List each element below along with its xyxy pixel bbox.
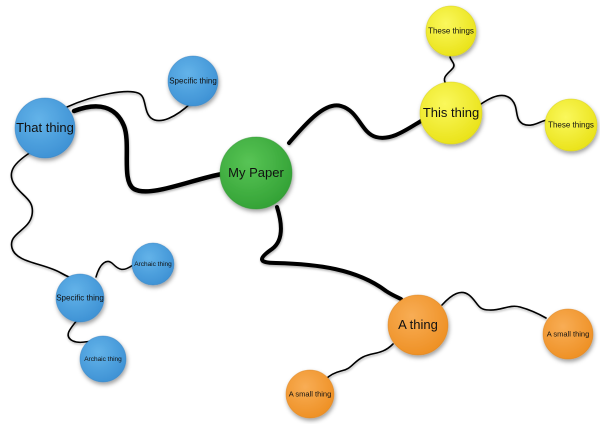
node-specific-thing-1[interactable]: Specific thing [167, 55, 219, 107]
node-circle-a-small-thing-2[interactable] [542, 308, 594, 360]
edge-specific-thing-2-to-archaic-thing-1 [95, 260, 134, 278]
node-circle-a-small-thing-1[interactable] [285, 369, 335, 419]
node-circle-archaic-thing-1[interactable] [131, 242, 175, 286]
node-circle-this-thing[interactable] [419, 81, 483, 145]
node-these-things-2[interactable]: These things [544, 98, 598, 152]
edge-this-thing-to-these-things-2 [480, 94, 548, 127]
node-archaic-thing-1[interactable]: Archaic thing [131, 242, 175, 286]
edge-my-paper-to-a-thing [260, 205, 403, 301]
node-this-thing[interactable]: This thing [419, 81, 483, 145]
node-archaic-thing-2[interactable]: Archaic thing [79, 335, 127, 383]
edge-specific-thing-2-to-archaic-thing-2 [67, 318, 96, 344]
node-circle-specific-thing-1[interactable] [167, 55, 219, 107]
edge-a-thing-to-a-small-thing-1 [325, 343, 394, 380]
edge-my-paper-to-that-thing [71, 104, 225, 194]
node-my-paper[interactable]: My Paper [219, 136, 293, 210]
edge-this-thing-to-these-things-1 [443, 56, 455, 85]
node-circle-specific-thing-2[interactable] [55, 273, 105, 323]
edge-that-thing-to-specific-thing-2 [10, 151, 76, 281]
node-a-small-thing-1[interactable]: A small thing [285, 369, 335, 419]
node-circle-my-paper[interactable] [219, 136, 293, 210]
node-specific-thing-2[interactable]: Specific thing [55, 273, 105, 323]
node-circle-that-thing[interactable] [14, 97, 76, 159]
node-these-things-1[interactable]: These things [425, 5, 477, 57]
node-a-thing[interactable]: A thing [387, 294, 449, 356]
node-that-thing[interactable]: That thing [14, 97, 76, 159]
node-circle-a-thing[interactable] [387, 294, 449, 356]
node-circle-these-things-2[interactable] [544, 98, 598, 152]
edge-my-paper-to-this-thing [287, 103, 423, 145]
node-circle-archaic-thing-2[interactable] [79, 335, 127, 383]
edge-that-thing-to-specific-thing-1 [66, 90, 192, 122]
edge-a-thing-to-a-small-thing-2 [441, 291, 547, 319]
node-a-small-thing-2[interactable]: A small thing [542, 308, 594, 360]
node-circle-these-things-1[interactable] [425, 5, 477, 57]
